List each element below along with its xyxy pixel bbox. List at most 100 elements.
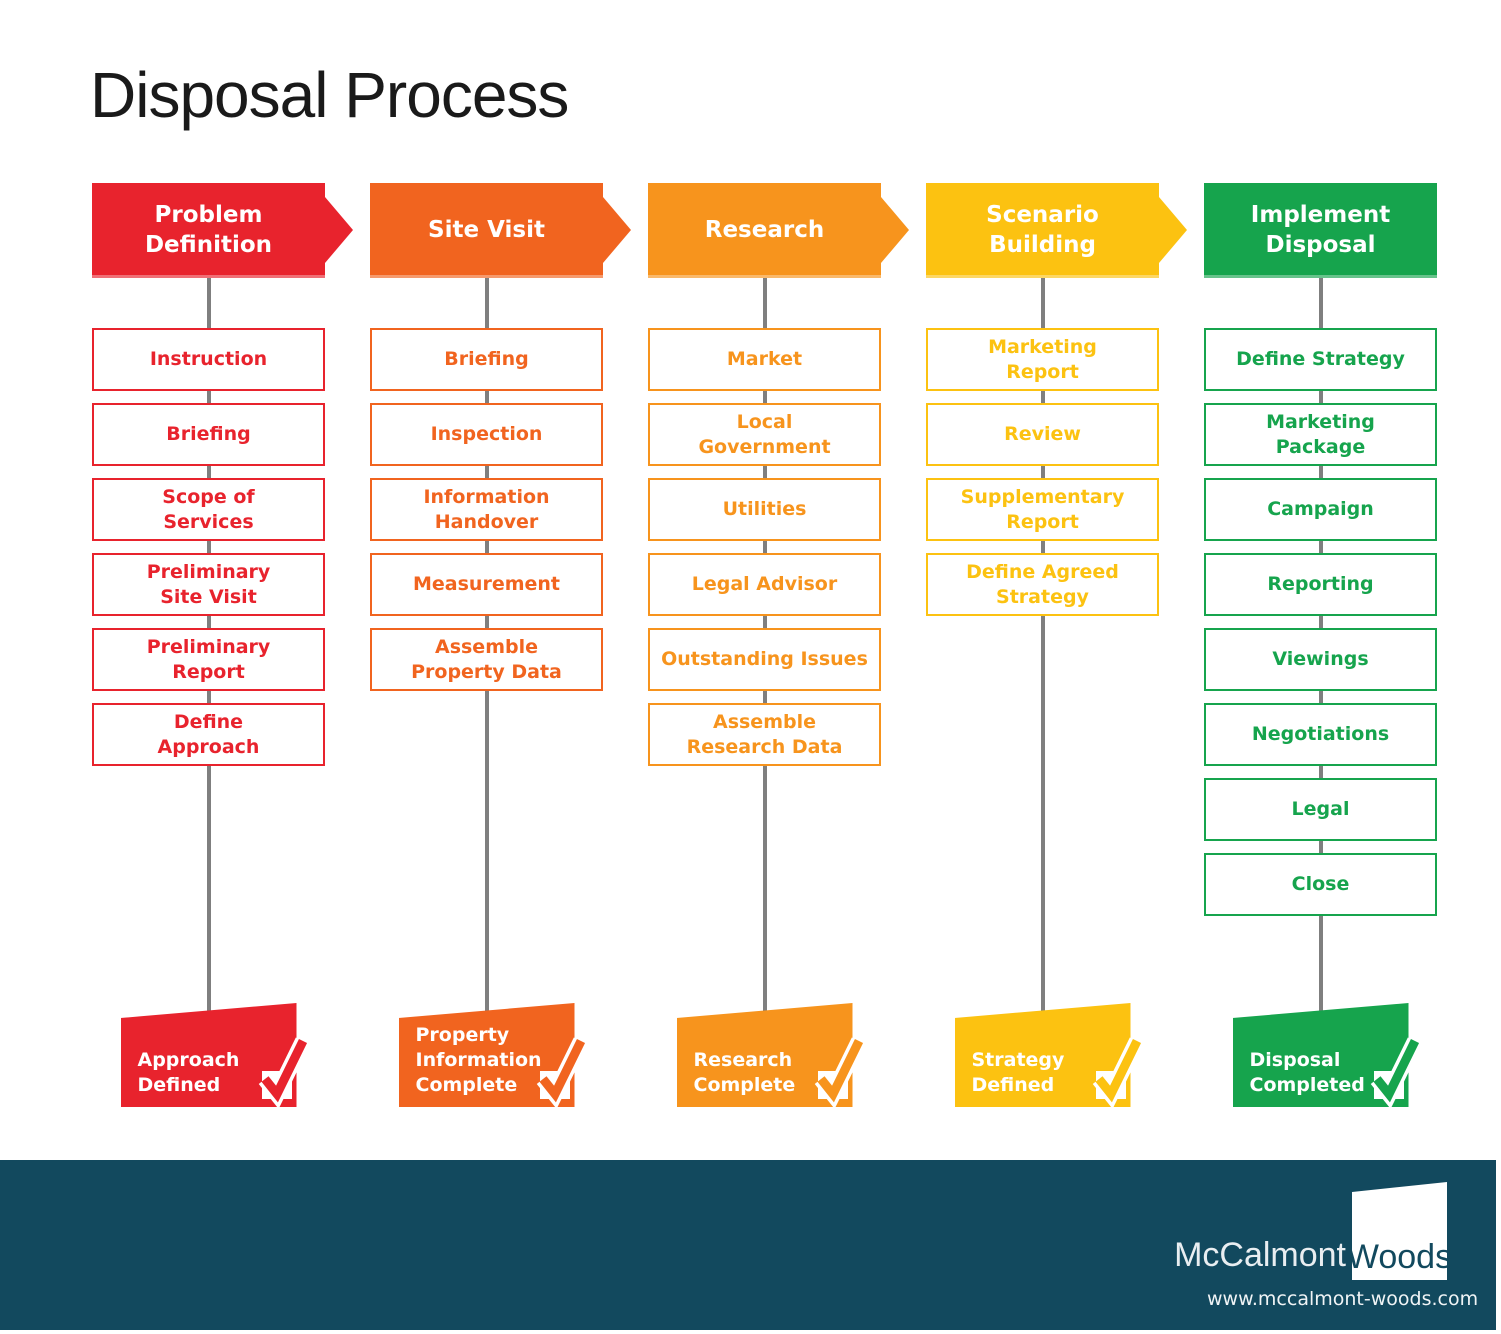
step-box: Define Strategy bbox=[1204, 328, 1437, 391]
milestone-banner: Property Information Complete bbox=[398, 1003, 588, 1109]
step-box: Review bbox=[926, 403, 1159, 466]
step-label: Market bbox=[726, 348, 803, 371]
page-title: Disposal Process bbox=[90, 59, 569, 131]
step-box: Utilities bbox=[648, 478, 881, 541]
stage-column-site-visit: Site Visit Briefing Inspection Informati… bbox=[370, 183, 631, 1183]
stage-header-label: Research bbox=[704, 216, 825, 243]
step-box: Preliminary Report bbox=[92, 628, 325, 691]
banner-label: Approach Defined bbox=[137, 1048, 240, 1096]
stage-header-label: Site Visit bbox=[428, 216, 545, 243]
step-label: Assemble Property Data bbox=[411, 635, 562, 683]
step-label: Briefing bbox=[166, 423, 251, 446]
check-icon bbox=[1370, 1037, 1422, 1109]
step-label: Legal bbox=[1291, 798, 1350, 821]
step-label: Marketing Report bbox=[988, 335, 1097, 383]
stage-header-label: Problem Definition bbox=[144, 202, 273, 258]
step-box: Negotiations bbox=[1204, 703, 1437, 766]
check-icon bbox=[1092, 1037, 1144, 1109]
milestone-banner: Approach Defined bbox=[120, 1003, 310, 1109]
step-label: Briefing bbox=[444, 348, 529, 371]
logo-text-woods: Woods bbox=[1346, 1238, 1453, 1276]
step-box: Define Agreed Strategy bbox=[926, 553, 1159, 616]
step-box: Local Government bbox=[648, 403, 881, 466]
step-label: Scope of Services bbox=[162, 485, 255, 533]
step-box: Inspection bbox=[370, 403, 603, 466]
step-label: Viewings bbox=[1272, 648, 1369, 671]
milestone-banner: Research Complete bbox=[676, 1003, 866, 1109]
step-box: Legal Advisor bbox=[648, 553, 881, 616]
stage-column-problem-definition: Problem Definition Instruction Briefing … bbox=[92, 183, 353, 1183]
company-logo: McCalmont Woods bbox=[1174, 1182, 1447, 1280]
step-label: Preliminary Report bbox=[146, 635, 271, 683]
steps-list: Marketing Report Review Supplementary Re… bbox=[926, 328, 1159, 616]
step-label: Utilities bbox=[722, 498, 807, 521]
step-box: Briefing bbox=[92, 403, 325, 466]
step-box: Scope of Services bbox=[92, 478, 325, 541]
step-box: Preliminary Site Visit bbox=[92, 553, 325, 616]
step-label: Campaign bbox=[1267, 498, 1374, 521]
milestone-banner: Disposal Completed bbox=[1232, 1003, 1422, 1109]
step-label: Define Agreed Strategy bbox=[966, 560, 1119, 608]
banner-label: Property Information Complete bbox=[415, 1023, 542, 1096]
steps-list: Instruction Briefing Scope of Services P… bbox=[92, 328, 325, 766]
step-label: Supplementary Report bbox=[960, 485, 1125, 533]
step-box: Briefing bbox=[370, 328, 603, 391]
arrow-right-icon bbox=[881, 197, 909, 263]
banner-label: Disposal Completed bbox=[1249, 1048, 1365, 1096]
stage-header-label: Implement Disposal bbox=[1250, 202, 1391, 258]
banner-label: Strategy Defined bbox=[971, 1048, 1065, 1096]
arrow-right-icon bbox=[1159, 197, 1187, 263]
step-label: Instruction bbox=[149, 348, 268, 371]
step-label: Outstanding Issues bbox=[661, 648, 868, 671]
step-box: Outstanding Issues bbox=[648, 628, 881, 691]
step-box: Reporting bbox=[1204, 553, 1437, 616]
step-box: Information Handover bbox=[370, 478, 603, 541]
stage-column-research: Research Market Local Government Utiliti… bbox=[648, 183, 909, 1183]
steps-list: Market Local Government Utilities Legal … bbox=[648, 328, 881, 766]
step-label: Measurement bbox=[413, 573, 560, 596]
check-icon bbox=[258, 1037, 310, 1109]
step-box: Legal bbox=[1204, 778, 1437, 841]
step-box: Supplementary Report bbox=[926, 478, 1159, 541]
banner-label: Research Complete bbox=[693, 1048, 796, 1096]
step-label: Negotiations bbox=[1251, 723, 1390, 746]
stage-header: Scenario Building bbox=[926, 183, 1187, 278]
step-label: Local Government bbox=[698, 410, 831, 458]
step-label: Preliminary Site Visit bbox=[146, 560, 271, 608]
step-label: Inspection bbox=[430, 423, 543, 446]
step-box: Measurement bbox=[370, 553, 603, 616]
website-url: www.mccalmont-woods.com bbox=[1207, 1288, 1479, 1310]
step-box: Viewings bbox=[1204, 628, 1437, 691]
stage-column-scenario-building: Scenario Building Marketing Report Revie… bbox=[926, 183, 1187, 1183]
step-box: Market bbox=[648, 328, 881, 391]
step-box: Close bbox=[1204, 853, 1437, 916]
step-label: Assemble Research Data bbox=[686, 710, 843, 758]
step-label: Define Approach bbox=[157, 710, 260, 758]
milestone-banner: Strategy Defined bbox=[954, 1003, 1144, 1109]
connector-line bbox=[1040, 278, 1045, 1012]
step-label: Information Handover bbox=[423, 485, 550, 533]
stage-header: Research bbox=[648, 183, 909, 278]
step-box: Campaign bbox=[1204, 478, 1437, 541]
step-box: Assemble Research Data bbox=[648, 703, 881, 766]
arrow-right-icon bbox=[603, 197, 631, 263]
arrow-right-icon bbox=[325, 197, 353, 263]
check-icon bbox=[814, 1037, 866, 1109]
stage-header: Site Visit bbox=[370, 183, 631, 278]
step-label: Review bbox=[1004, 423, 1081, 446]
step-label: Define Strategy bbox=[1236, 348, 1405, 371]
steps-list: Define Strategy Marketing Package Campai… bbox=[1204, 328, 1437, 916]
stage-header-label: Scenario Building bbox=[986, 202, 1099, 258]
logo-woods-box: Woods bbox=[1352, 1182, 1447, 1280]
step-box: Instruction bbox=[92, 328, 325, 391]
step-box: Define Approach bbox=[92, 703, 325, 766]
step-box: Assemble Property Data bbox=[370, 628, 603, 691]
step-label: Reporting bbox=[1267, 573, 1374, 596]
footer-bar: McCalmont Woods www.mccalmont-woods.com bbox=[0, 1160, 1496, 1330]
step-label: Legal Advisor bbox=[691, 573, 838, 596]
stage-header: Implement Disposal bbox=[1204, 183, 1437, 278]
steps-list: Briefing Inspection Information Handover… bbox=[370, 328, 603, 691]
step-label: Marketing Package bbox=[1266, 410, 1375, 458]
check-icon bbox=[536, 1037, 588, 1109]
stage-column-implement-disposal: Implement Disposal Define Strategy Marke… bbox=[1204, 183, 1437, 1183]
